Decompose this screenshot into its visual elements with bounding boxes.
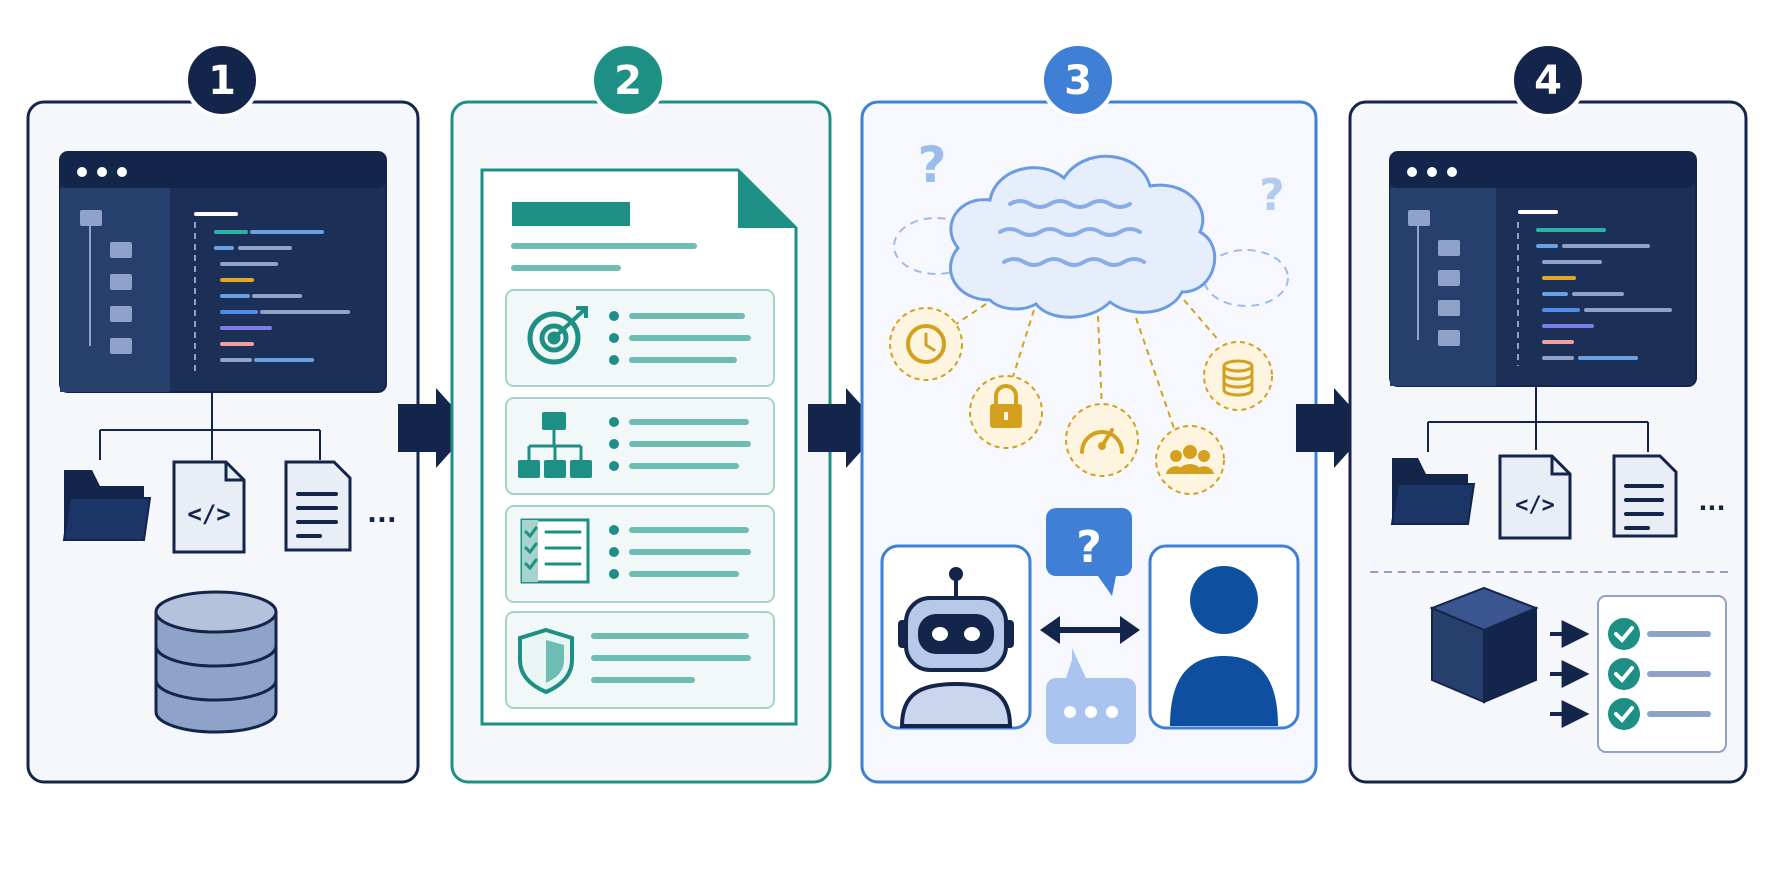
cube-icon (1429, 586, 1539, 704)
step-2-badge: 2 (590, 42, 666, 118)
step-4-badge: 4 (1510, 42, 1586, 118)
verification-checklist (1597, 595, 1727, 753)
speedometer-icon (1065, 403, 1139, 477)
clock-icon (889, 307, 963, 381)
person-card (1148, 544, 1300, 730)
code-file-icon: </> (172, 460, 246, 554)
requirements-document-icon (480, 168, 798, 726)
text-document-icon (284, 460, 352, 552)
step-3-panel: 3 ? ? (860, 42, 1318, 784)
cloud-icon (949, 154, 1217, 319)
concern-connectors (955, 299, 1221, 441)
folder-icon (62, 470, 152, 541)
database-icon (154, 590, 278, 734)
step-1-badge: 1 (184, 42, 260, 118)
file-tree-connector (99, 392, 321, 460)
svg-text:</>: </> (187, 500, 230, 528)
folder-icon (1390, 458, 1476, 525)
question-bubble-glyph: ? (1076, 522, 1102, 573)
checklist-icon (520, 518, 590, 584)
bidirectional-arrow-icon (1040, 616, 1140, 644)
more-files-ellipsis: ... (367, 499, 397, 529)
step-1-number: 1 (208, 58, 236, 104)
output-arrows (1550, 620, 1590, 728)
step-3-badge: 3 (1040, 42, 1116, 118)
step-3-number: 3 (1064, 58, 1092, 104)
users-icon (1155, 425, 1225, 495)
code-editor-window-icon (1389, 151, 1697, 387)
text-document-icon (1612, 454, 1678, 538)
question-bubble-icon: ? (1046, 508, 1132, 596)
faded-cloud-right (1203, 249, 1289, 307)
check-item-icon (1608, 618, 1711, 650)
robot-icon (898, 567, 1014, 728)
step-2-number: 2 (614, 58, 642, 104)
person-icon (1170, 566, 1278, 726)
question-mark-right: ? (1259, 170, 1285, 221)
check-item-icon (1608, 658, 1711, 690)
robot-card (880, 544, 1032, 730)
target-icon (527, 306, 588, 365)
step-4-panel: 4 (1348, 42, 1748, 784)
step-2-panel: 2 (450, 42, 832, 784)
check-item-icon (1608, 698, 1711, 730)
database-coins-icon (1203, 341, 1273, 411)
more-files-ellipsis: ... (1698, 488, 1725, 516)
shield-icon (518, 627, 574, 695)
step-1-panel: 1 (26, 42, 420, 784)
code-file-icon: </> (1498, 454, 1572, 540)
hierarchy-icon (518, 412, 592, 478)
lock-icon (969, 375, 1043, 449)
code-editor-window-icon (59, 151, 387, 393)
typing-bubble-icon (1046, 648, 1136, 744)
file-tree-connector (1427, 386, 1649, 452)
step-4-number: 4 (1534, 58, 1562, 104)
svg-text:</>: </> (1515, 493, 1555, 518)
question-mark-left: ? (917, 136, 946, 194)
